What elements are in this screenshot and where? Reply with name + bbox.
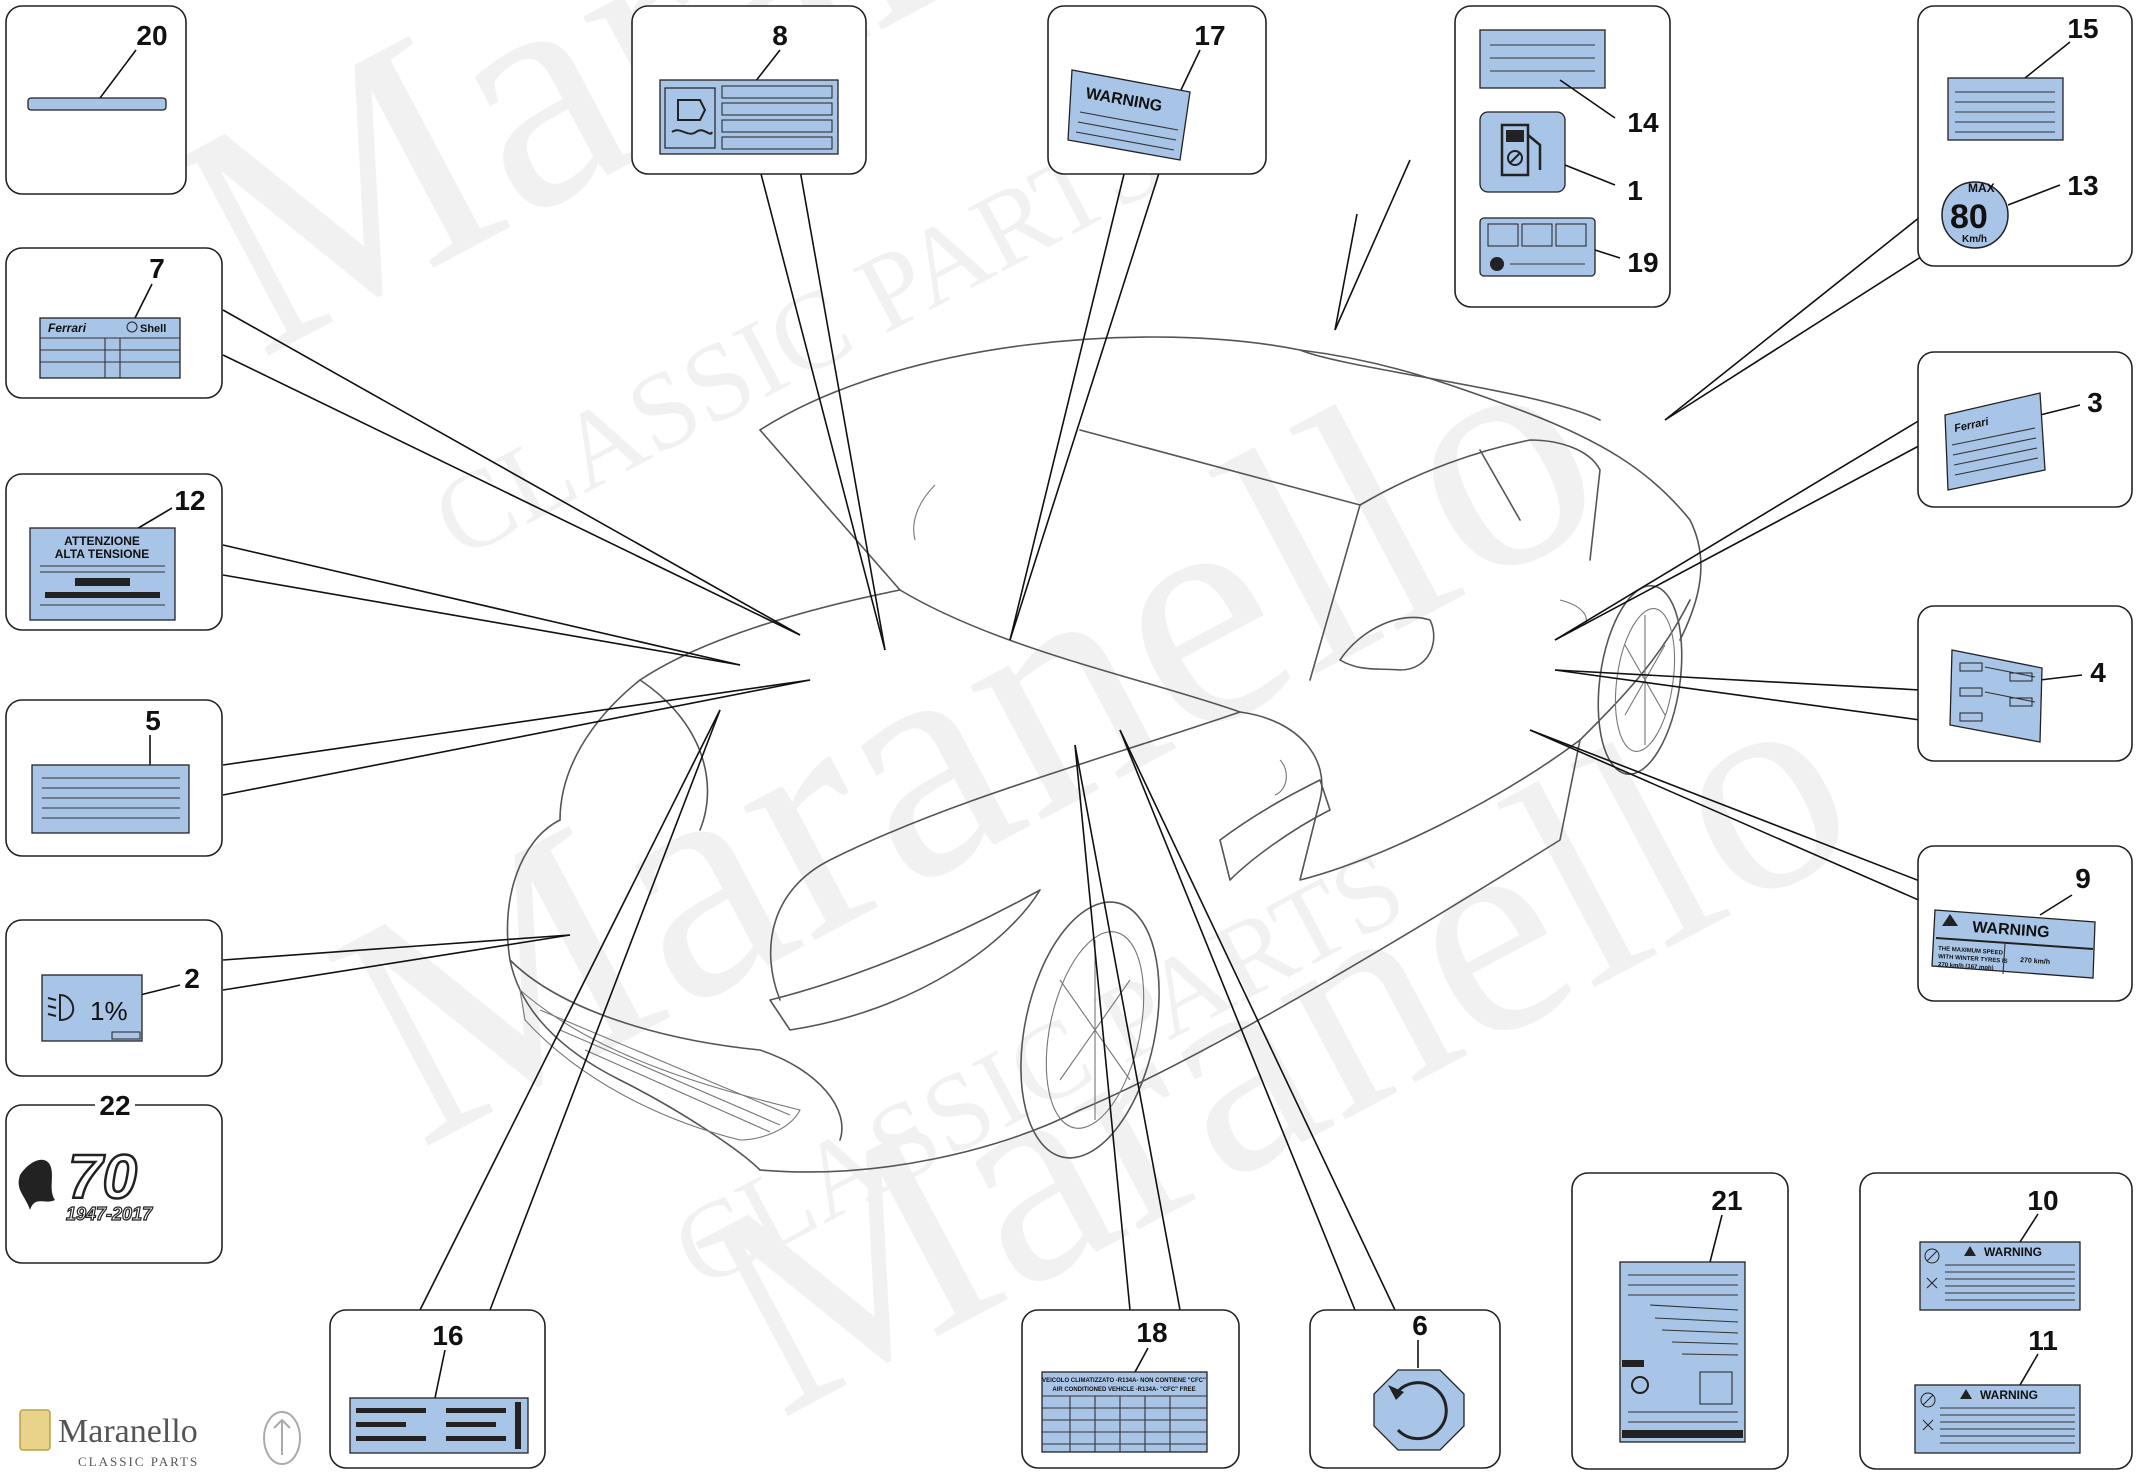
callout-number-2: 2 — [184, 963, 200, 994]
label-9-line1: THE MAXIMUM SPEED — [1938, 946, 2004, 957]
fuel-pump-icon — [1500, 123, 1530, 177]
label-9-line3: 270 km/h (167 mph) — [1938, 962, 1994, 972]
callout-number-10: 10 — [2027, 1185, 2058, 1216]
callout-number-20: 20 — [136, 20, 167, 51]
callout-15-13[interactable]: 15 MAX 80 Km/h 13 — [1917, 5, 2133, 267]
callout-3[interactable]: 3 Ferrari — [1917, 351, 2133, 508]
logo-name: Maranello — [58, 1413, 198, 1450]
label-7-shell: Shell — [140, 323, 166, 335]
label-14 — [1479, 29, 1606, 89]
callout-14-1-19[interactable]: 14 1 19 — [1454, 5, 1671, 308]
callout-number-13: 13 — [2067, 170, 2098, 201]
callout-5[interactable]: 5 — [5, 699, 223, 857]
label-3 — [1944, 392, 2046, 491]
callout-number-22: 22 — [99, 1090, 130, 1121]
label-9-right: 270 km/h — [2020, 957, 2050, 966]
label-15 — [1947, 77, 2064, 141]
trident-emblem-icon — [263, 1411, 301, 1465]
callout-number-1: 1 — [1627, 175, 1643, 206]
callout-number-11: 11 — [2028, 1325, 2058, 1356]
label-12-line1: ATTENZIONE — [64, 534, 140, 548]
callout-number-21: 21 — [1711, 1185, 1742, 1216]
callout-number-16: 16 — [432, 1320, 463, 1351]
callout-9[interactable]: 9 WARNING THE MAXIMUM SPEED WITH WINTER … — [1917, 845, 2133, 1002]
label-11 — [1914, 1384, 2081, 1454]
callout-8[interactable]: 8 — [631, 5, 867, 175]
callout-number-7: 7 — [149, 253, 165, 284]
shell-icon — [126, 321, 138, 333]
callout-number-8: 8 — [772, 20, 788, 51]
callout-number-12: 12 — [174, 485, 205, 516]
leader-lines — [222, 159, 1936, 1311]
callout-7[interactable]: 7 Ferrari Shell — [5, 247, 223, 399]
callout-16[interactable]: 16 — [329, 1309, 546, 1469]
label-2-text: 1% — [90, 996, 128, 1026]
oil-can-icon — [677, 99, 707, 121]
callout-20[interactable]: 20 — [5, 5, 187, 195]
label-18-line1: VEICOLO CLIMATIZZATO -R134A- NON CONTIEN… — [1042, 1378, 1206, 1384]
callout-number-9: 9 — [2075, 863, 2091, 894]
callout-number-4: 4 — [2090, 657, 2106, 688]
label-11-title: WARNING — [1980, 1388, 2038, 1402]
callout-10-11[interactable]: 10 WARNING 11 WARNING — [1859, 1172, 2133, 1470]
label-22-number: 70 — [68, 1143, 137, 1212]
callout-number-6: 6 — [1412, 1310, 1428, 1341]
label-9-line2: WITH WINTER TYRES IS — [1938, 954, 2008, 965]
callout-17[interactable]: 17 WARNING — [1047, 5, 1267, 175]
warning-icon-10 — [1964, 1246, 1976, 1256]
callout-18[interactable]: 18 VEICOLO CLIMATIZZATO -R134A- NON CONT… — [1021, 1309, 1240, 1469]
label-13 — [1941, 181, 2009, 249]
label-2 — [41, 974, 143, 1042]
label-13-speed: 80 — [1950, 198, 1988, 236]
callout-number-5: 5 — [145, 705, 161, 736]
prancing-horse-icon — [18, 1159, 55, 1210]
label-12-line2: ALTA TENSIONE — [55, 547, 149, 561]
headlight-icon — [59, 993, 75, 1022]
label-18-line2: AIR CONDITIONED VEHICLE -R134A- "CFC" FR… — [1052, 1387, 1195, 1393]
callout-6[interactable]: 6 — [1309, 1309, 1501, 1469]
callout-number-18: 18 — [1136, 1317, 1167, 1348]
label-5 — [31, 764, 190, 834]
callout-number-15: 15 — [2067, 13, 2098, 44]
callout-21[interactable]: 21 — [1571, 1172, 1789, 1470]
callouts: 20 8 17 WARNING — [5, 5, 2133, 1470]
maranello-logo: Maranello CLASSIC PARTS — [19, 1409, 301, 1469]
callout-number-3: 3 — [2087, 387, 2103, 418]
label-18 — [1041, 1371, 1208, 1453]
warning-icon — [1942, 914, 1958, 926]
label-10 — [1919, 1241, 2081, 1311]
callout-number-17: 17 — [1194, 20, 1225, 51]
shield-icon — [19, 1409, 51, 1451]
warning-icon-11 — [1960, 1389, 1972, 1399]
callout-12[interactable]: 12 ATTENZIONE ALTA TENSIONE — [5, 473, 223, 631]
car-outline — [506, 336, 1702, 1173]
label-21 — [1619, 1261, 1746, 1443]
label-20-strip — [27, 97, 167, 111]
refresh-icon — [1393, 1381, 1448, 1441]
label-10-title: WARNING — [1984, 1245, 2042, 1259]
label-9-title: WARNING — [1972, 919, 2050, 941]
callout-22[interactable]: 22 70 1947-2017 — [5, 1090, 223, 1264]
oil-level-icon — [671, 129, 713, 135]
label-22-years: 1947-2017 — [66, 1204, 153, 1224]
logo-tagline: CLASSIC PARTS — [78, 1454, 199, 1469]
callout-number-14: 14 — [1627, 107, 1659, 138]
label-7 — [39, 317, 181, 379]
ferrari-logo: Ferrari — [48, 321, 87, 335]
callout-4[interactable]: 4 — [1917, 605, 2133, 762]
label-13-unit: Km/h — [1962, 234, 1987, 245]
callout-number-19: 19 — [1627, 247, 1658, 278]
label-13-max: MAX — [1968, 181, 1995, 195]
info-icon — [1490, 257, 1504, 271]
callout-2[interactable]: 2 1% — [5, 919, 223, 1077]
